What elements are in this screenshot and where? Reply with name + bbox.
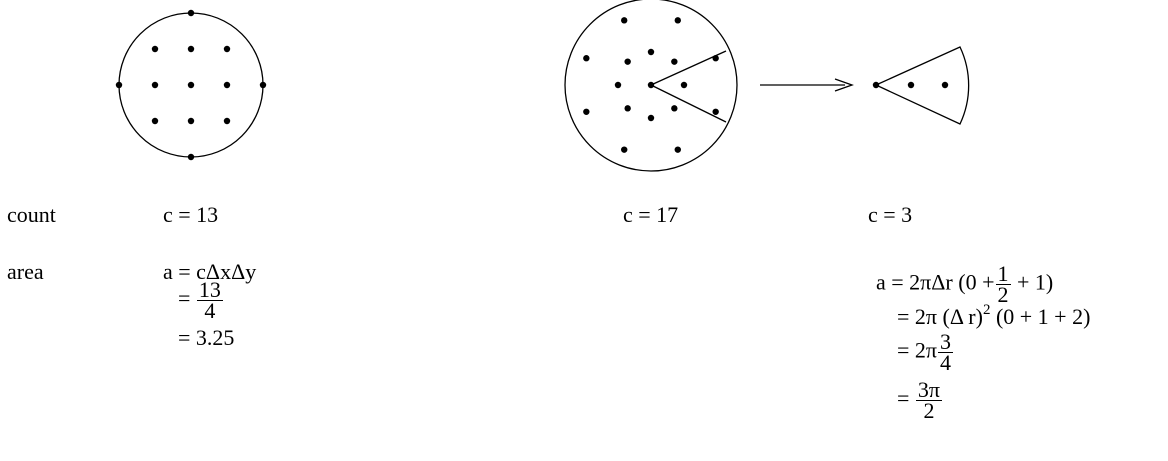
polar-dot (621, 17, 628, 24)
polar-dot (624, 105, 631, 112)
grid-dot (151, 117, 159, 125)
polar-disk-circle (564, 0, 738, 172)
grid-dot (259, 81, 267, 89)
wedge-count-equation: c = 3 (868, 202, 913, 227)
transfer-arrow-head (834, 78, 854, 92)
polar-dot (583, 55, 590, 62)
row-label-count: count (7, 202, 56, 227)
wedge-area-result-fraction: 3π 2 (915, 377, 943, 423)
polar-dot (583, 108, 590, 115)
grid-area-fraction: 13 4 (196, 277, 223, 323)
polar-dot (671, 58, 678, 65)
grid-area-line-2: = 13 4 (178, 277, 223, 323)
polar-dot (624, 58, 631, 65)
grid-dot (151, 45, 159, 53)
polar-dots (583, 17, 719, 153)
grid-dot (187, 153, 195, 161)
grid-dot (223, 81, 231, 89)
polar-disk-panel (564, 0, 738, 172)
grid-area-line-1: a = cΔxΔy (163, 259, 257, 284)
polar-dot (647, 48, 655, 56)
wedge-panel (872, 46, 970, 125)
polar-dot (671, 105, 678, 112)
grid-dot (115, 81, 123, 89)
grid-dot (151, 81, 159, 89)
polar-dot (680, 81, 688, 89)
grid-dot (223, 45, 231, 53)
grid-dots (115, 9, 267, 161)
diagram-figure (115, 0, 970, 172)
grid-area-line-3: = 3.25 (178, 325, 235, 350)
polar-dot (712, 108, 719, 115)
wedge-dot (941, 81, 949, 89)
polar-dot (621, 146, 628, 153)
transfer-arrow (760, 78, 854, 92)
grid-count-equation: c = 13 (163, 202, 219, 227)
wedge-dots (872, 81, 949, 89)
polar-wedge-edge-lower (650, 84, 727, 123)
polar-dot (647, 81, 655, 89)
wedge-area-line-2: = 2π (Δ r)2 (0 + 1 + 2) (897, 302, 1091, 329)
polar-dot (674, 146, 681, 153)
grid-dot (187, 81, 195, 89)
polar-count-equation: c = 17 (623, 202, 679, 227)
polar-dot (674, 17, 681, 24)
grid-dot (223, 117, 231, 125)
grid-dot (187, 45, 195, 53)
wedge-dot (872, 81, 880, 89)
row-label-area: area (7, 259, 44, 284)
polar-dot (712, 55, 719, 62)
wedge-shape (874, 46, 970, 125)
wedge-area-line-4: = 3π 2 (897, 377, 943, 423)
polar-dot (614, 81, 622, 89)
grid-dot (187, 9, 195, 17)
wedge-dot (907, 81, 915, 89)
grid-dot (187, 117, 195, 125)
grid-disk-panel (115, 9, 267, 161)
polar-dot (647, 114, 655, 122)
